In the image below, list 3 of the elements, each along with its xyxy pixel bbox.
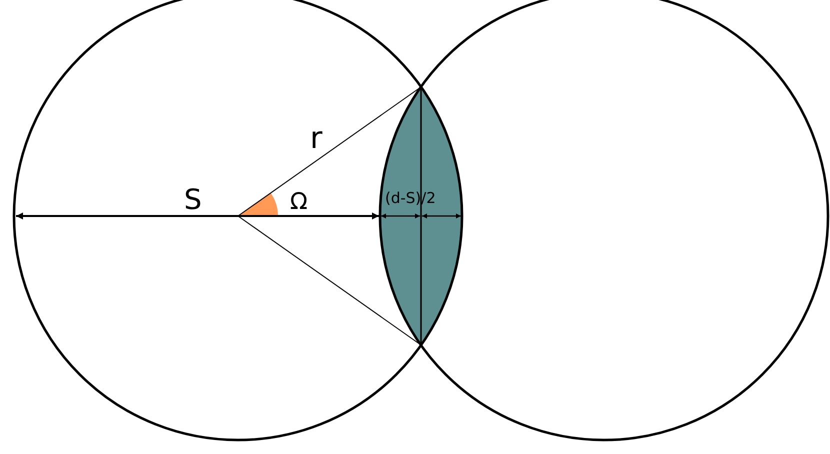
radius-label: r [310,124,322,154]
dimension-label: S [184,186,202,214]
angle-label: Ω [290,191,308,214]
